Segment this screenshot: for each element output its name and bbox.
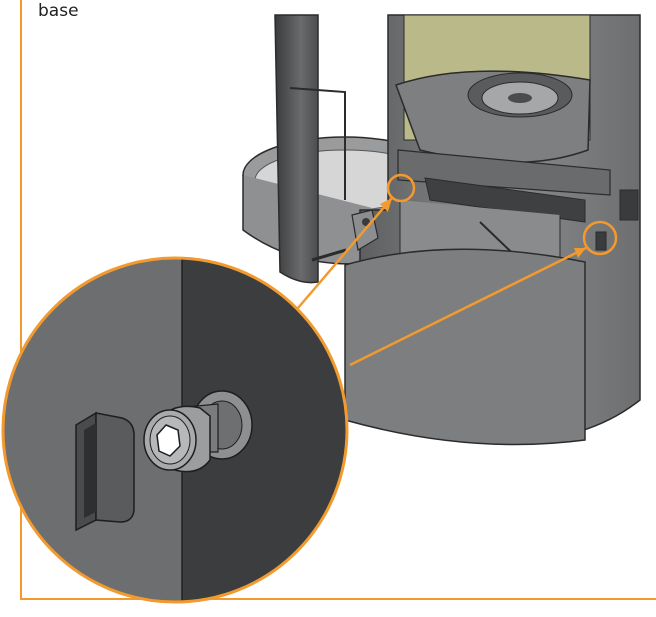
leader-arrow-left: [380, 198, 392, 212]
leader-line-left: [297, 197, 393, 309]
stove: [242, 14, 641, 446]
hex-socket: [156, 424, 181, 457]
hex-socket-bolt-detail: [1, 256, 349, 604]
leader-line-right: [349, 246, 587, 367]
hex-socket-bolt: [143, 405, 211, 473]
caption-text: base: [38, 1, 79, 21]
leader-arrow-right: [574, 248, 586, 258]
left-hinge-callout: [386, 173, 416, 203]
right-bolt-callout: [582, 220, 618, 256]
detail-magnifier-ring: [1, 256, 349, 604]
front-curved-panel: [344, 248, 586, 446]
stove-door: [274, 14, 319, 284]
slot-bracket: [75, 411, 135, 532]
frame-border: [20, 0, 656, 600]
